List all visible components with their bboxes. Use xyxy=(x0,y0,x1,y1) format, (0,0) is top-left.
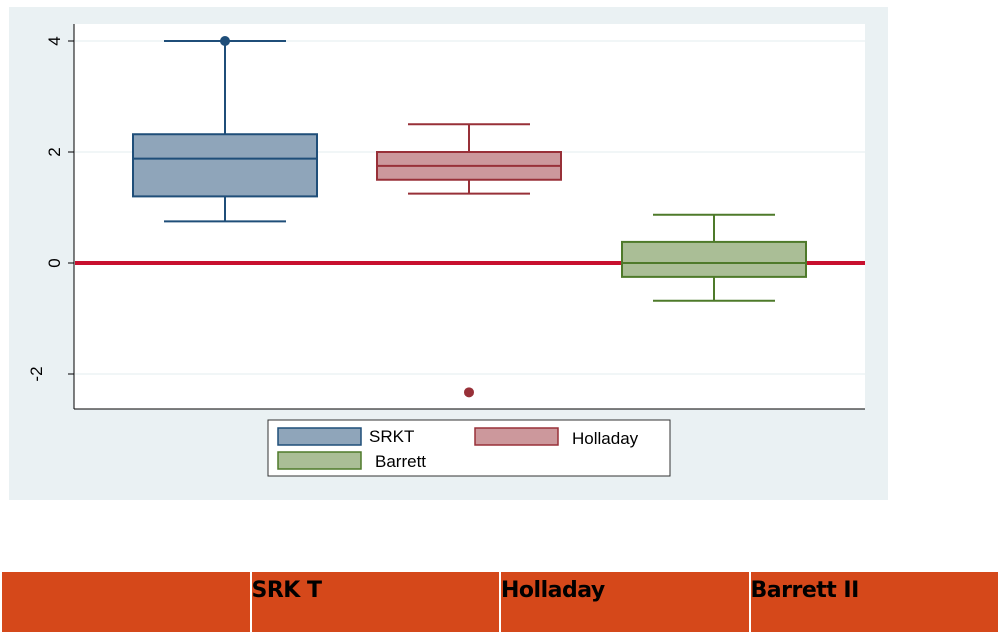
legend-label-srkt: SRKT xyxy=(369,427,414,446)
box-barrett xyxy=(621,213,807,302)
y-tick-label: 0 xyxy=(45,258,64,267)
y-tick-label: 4 xyxy=(45,36,64,45)
legend-label-barrett: Barrett xyxy=(375,452,426,471)
box-plot: -2 0 2 4 SRKT Holladay Barrett xyxy=(9,7,888,500)
table-cell-srkt: SRK T xyxy=(251,572,499,632)
legend-swatch-barrett xyxy=(277,451,362,470)
legend-swatch-holladay xyxy=(474,427,559,446)
y-tick-label: -2 xyxy=(27,366,46,381)
box-holladay xyxy=(376,123,562,398)
y-tick-label: 2 xyxy=(45,147,64,156)
box-srkt xyxy=(132,36,318,223)
legend-label-holladay: Holladay xyxy=(572,429,639,448)
table-row: SRK T Holladay Barrett II xyxy=(2,572,998,632)
iqr-box xyxy=(621,240,807,278)
legend: SRKT Holladay Barrett xyxy=(267,419,671,477)
outlier-point xyxy=(220,36,230,46)
outlier-point xyxy=(464,387,474,398)
table-cell-barrett: Barrett II xyxy=(750,572,998,632)
table-cell-empty xyxy=(2,572,250,632)
plot-area xyxy=(74,24,865,409)
iqr-box xyxy=(132,133,318,198)
legend-swatch-srkt xyxy=(277,427,362,446)
table-cell-holladay: Holladay xyxy=(501,572,749,632)
